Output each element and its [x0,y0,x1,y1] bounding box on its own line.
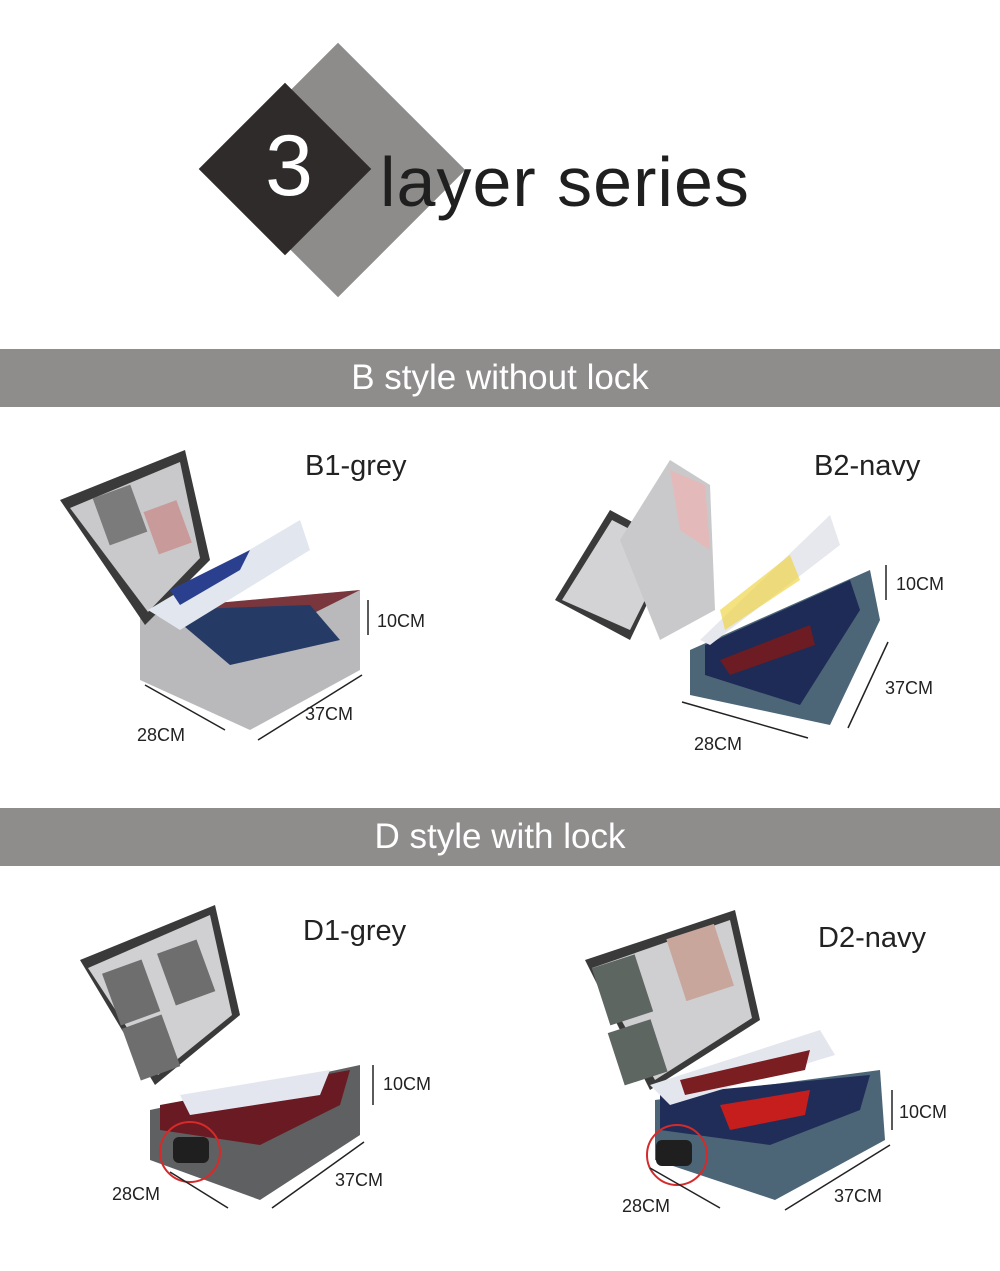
dimension-length-d2: 37CM [834,1186,883,1206]
dimension-height-d2: 10CM [899,1102,948,1122]
hero-title: layer series [380,143,750,221]
product-label-b1: B1-grey [305,450,407,482]
bag-image-d1 [80,905,374,1209]
product-b1-grey: B1-grey 10CM 37CM 28CM [40,430,480,770]
product-b2-navy: B2-navy 10CM 37CM 28CM [540,430,980,770]
dimension-width-b1: 28CM [137,725,186,745]
dimension-height-b2: 10CM [896,574,945,594]
hero-banner: 3 layer series [0,0,1000,330]
product-d2-navy: D2-navy 10CM 37CM 28CM [560,890,1000,1230]
dimension-length-b2: 37CM [885,678,934,698]
product-label-d1: D1-grey [303,915,407,947]
product-d1-grey: D1-grey 10CM 37CM 28CM [60,890,500,1230]
hero-number: 3 [265,118,313,214]
section-title-b-style: B style without lock [0,349,1000,407]
dimension-height-b1: 10CM [377,611,426,631]
dimension-height-d1: 10CM [383,1074,432,1094]
dimension-length-b1: 37CM [305,704,354,724]
product-label-b2: B2-navy [814,450,921,482]
product-label-d2: D2-navy [818,922,926,954]
dimension-width-d2: 28CM [622,1196,671,1216]
dimension-width-b2: 28CM [694,734,743,754]
bag-image-b2 [555,460,889,739]
dimension-width-d1: 28CM [112,1184,161,1204]
section-title-d-style: D style with lock [0,808,1000,866]
dimension-length-d1: 37CM [335,1170,384,1190]
bag-image-d2 [585,910,893,1211]
bag-image-b1 [60,450,369,741]
